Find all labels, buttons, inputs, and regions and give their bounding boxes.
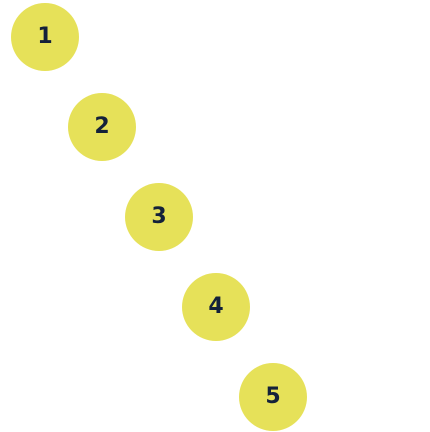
step-4-circle[interactable]: 4 (182, 273, 250, 341)
step-5-circle[interactable]: 5 (239, 363, 307, 431)
step-1-circle[interactable]: 1 (11, 3, 79, 71)
step-4-number: 4 (208, 294, 224, 319)
step-3-circle[interactable]: 3 (125, 183, 193, 251)
step-5-number: 5 (265, 384, 281, 409)
step-3-number: 3 (151, 204, 167, 229)
step-2-circle[interactable]: 2 (68, 93, 136, 161)
step-1-number: 1 (37, 24, 53, 49)
step-2-number: 2 (94, 114, 110, 139)
